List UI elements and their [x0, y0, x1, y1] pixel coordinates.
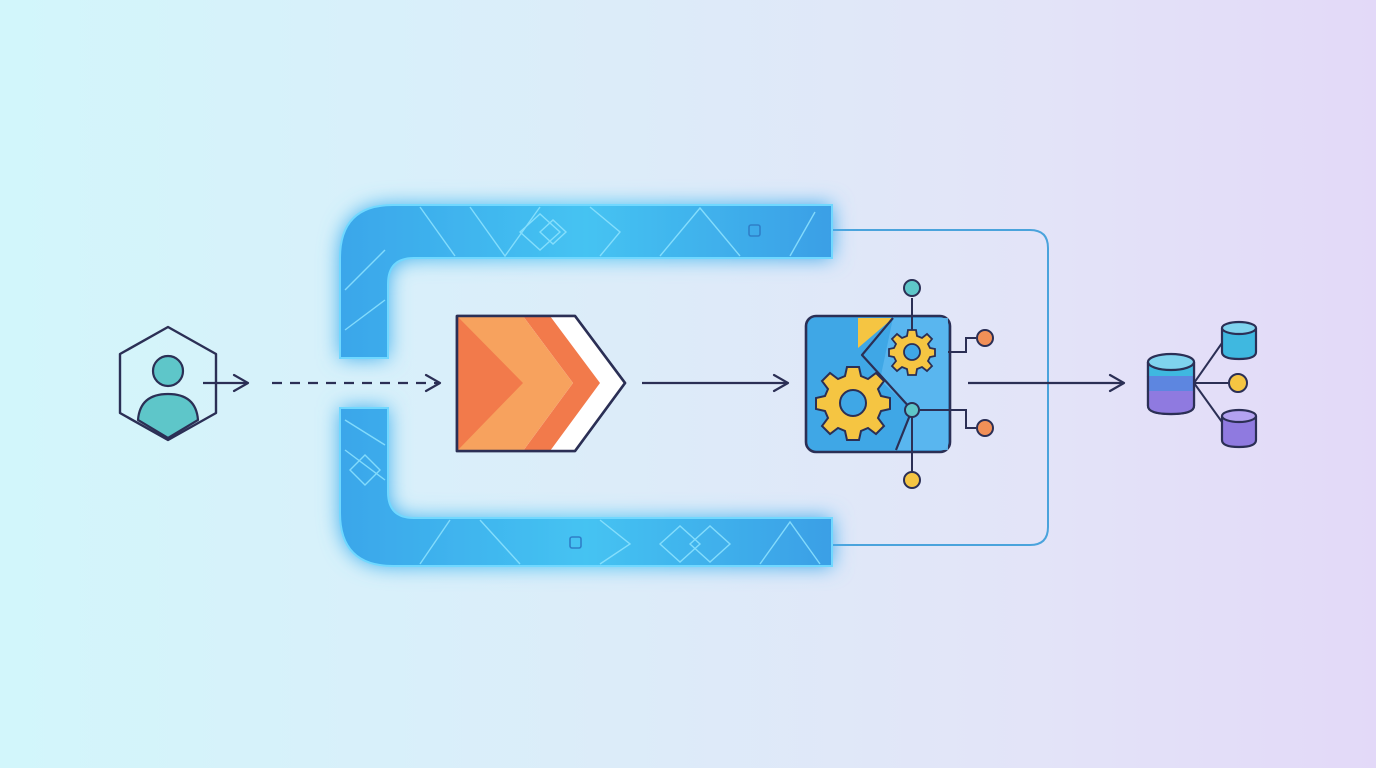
pipe-square-marks — [569, 224, 761, 549]
pipe-top-arm — [339, 204, 833, 359]
lead-dot-right-bottom — [976, 419, 994, 437]
user-hexagon-icon — [118, 325, 218, 442]
pipe-facets — [344, 206, 821, 565]
gateway-node — [455, 314, 627, 453]
pipe-bracket — [339, 204, 1049, 567]
processor-node — [804, 279, 994, 489]
lead-dot-right-top — [976, 329, 994, 347]
lead-dot-bottom — [903, 471, 921, 489]
database-small-teal-icon — [1220, 320, 1258, 361]
return-line — [833, 229, 1049, 546]
large-gear-icon — [815, 366, 891, 441]
circuit-leads — [911, 298, 976, 472]
lead-dot-mid — [904, 402, 920, 418]
lead-dot-top — [903, 279, 921, 297]
database-stack-icon — [1146, 352, 1196, 416]
database-branches — [1193, 342, 1228, 423]
user-node — [118, 325, 250, 442]
user-avatar-icon — [136, 354, 200, 440]
database-small-purple-icon — [1220, 408, 1258, 449]
database-node-dot — [1228, 373, 1248, 393]
small-gear-icon — [888, 329, 936, 376]
storage-node — [1146, 320, 1258, 449]
